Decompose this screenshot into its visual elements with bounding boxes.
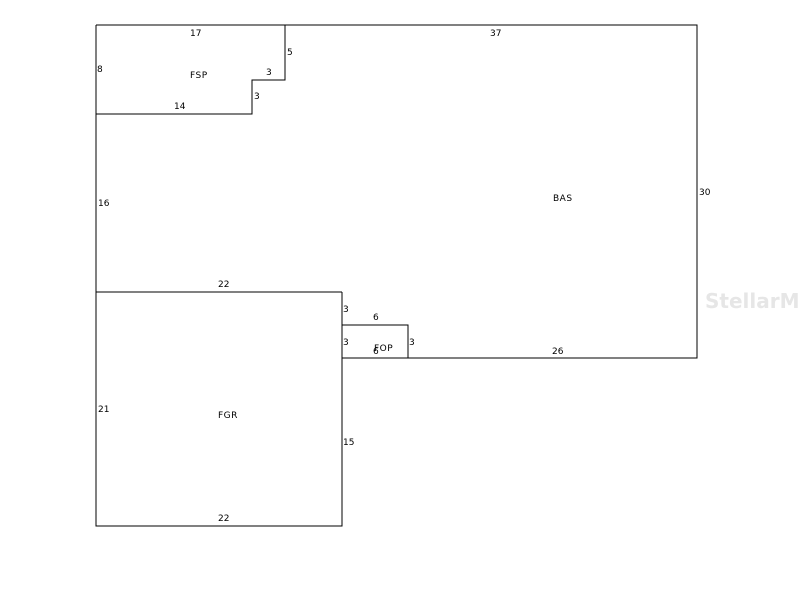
dim-bas-right: 30 [699,188,711,198]
dim-bas-left: 16 [98,199,110,209]
building-outline [95,24,698,527]
dim-notch-upper: 3 [343,305,349,315]
dim-fgr-left: 21 [98,405,109,415]
dim-fsp-step-h: 3 [266,68,272,78]
dim-fsp-left: 8 [97,65,103,75]
area-label-fgr: FGR [218,411,238,421]
dim-fop-right: 3 [409,338,415,348]
dim-fgr-right: 15 [343,438,354,448]
watermark: StellarMLS [705,289,800,313]
area-label-bas: BAS [553,194,573,204]
dim-fop-bottom: 6 [373,347,379,357]
fop-boundary [342,324,409,358]
area-label-fsp: FSP [190,71,208,81]
dim-bas-bottom: 26 [552,347,564,357]
dim-fsp-top: 17 [190,29,201,39]
dim-bas-top: 37 [490,29,501,39]
area-label-fop: FOP [374,344,393,354]
dim-fop-top: 6 [373,313,379,323]
dim-fgr-top: 22 [218,280,229,290]
dim-fsp-bottom: 14 [174,102,186,112]
dim-fsp-step-v: 3 [254,92,260,102]
dim-fsp-right: 5 [287,48,293,58]
dim-fgr-bottom: 22 [218,514,229,524]
dim-notch-lower: 3 [343,338,349,348]
fsp-boundary [96,25,286,115]
